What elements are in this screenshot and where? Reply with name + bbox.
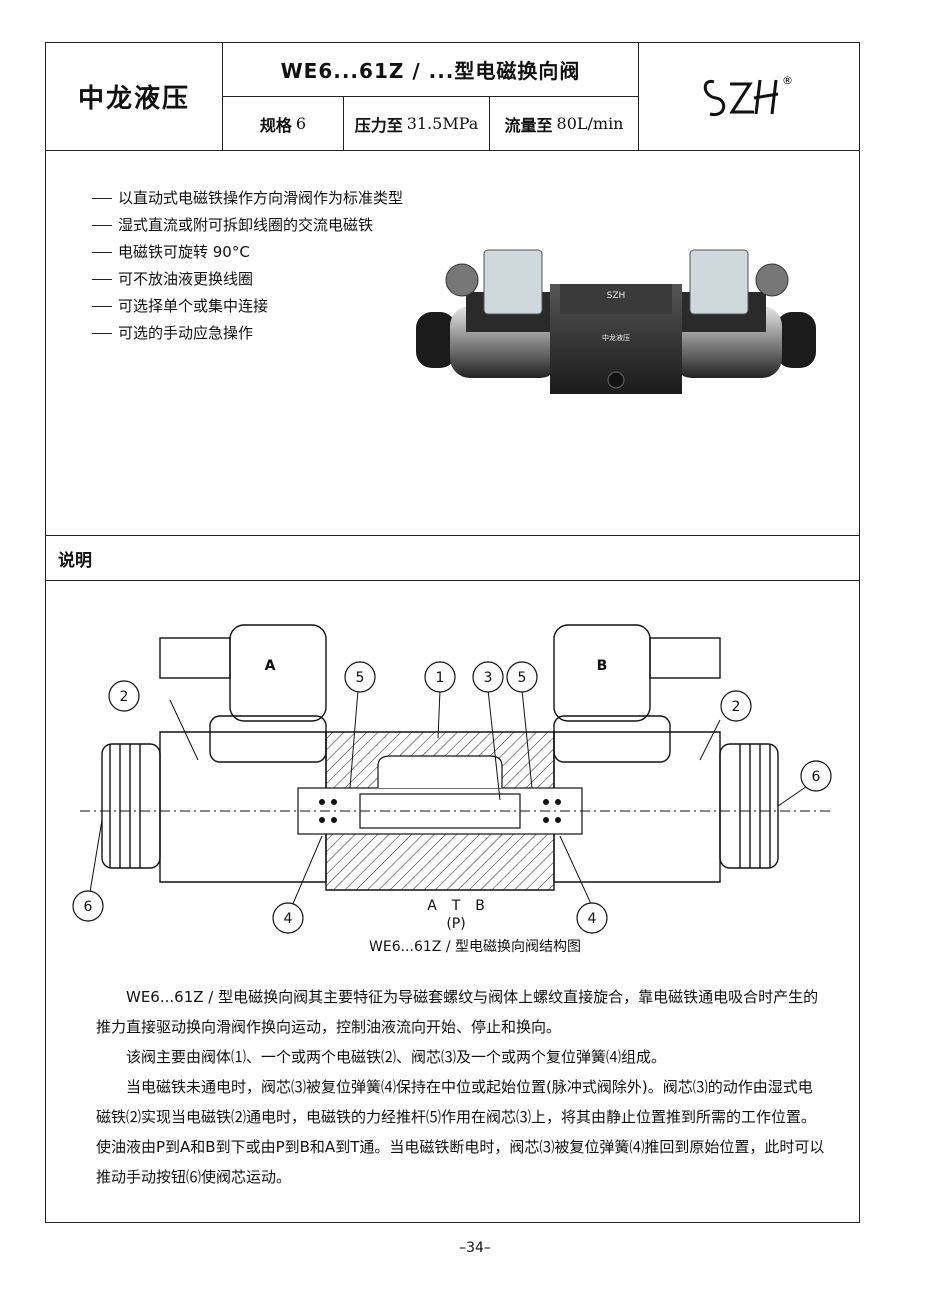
product-title: WE6...61Z / ...型电磁换向阀	[280, 59, 581, 83]
feature-list: 以直动式电磁铁操作方向滑阀作为标准类型 湿式直流或附可拆卸线圈的交流电磁铁 电磁…	[92, 185, 403, 347]
section-header-frame	[45, 535, 860, 581]
spec-size-cell: 规格 6	[222, 96, 344, 151]
callout-6-left: 6	[84, 899, 93, 915]
right-connector-outline	[649, 637, 721, 679]
registered-mark: ®	[782, 74, 793, 87]
description-paragraph-1: WE6...61Z / 型电磁换向阀其主要特征为导磁套螺纹与阀体上螺纹直接旋合，…	[96, 988, 819, 1036]
company-name: 中龙液压	[77, 84, 190, 114]
spec-flow-value: 80L/min	[556, 114, 624, 133]
dash-icon	[92, 333, 112, 334]
callout-4-left: 4	[284, 911, 293, 927]
callout-2-left: 2	[120, 689, 129, 705]
callout-5-right: 5	[518, 670, 527, 686]
product-photo: SZH 中龙液压	[416, 249, 816, 394]
left-knob	[416, 312, 456, 368]
coil-b-label: B	[597, 658, 608, 674]
company-name-cell: 中龙液压	[45, 42, 223, 151]
spec-size-value: 6	[295, 114, 307, 133]
manual-override	[607, 371, 625, 389]
right-connector	[689, 249, 749, 315]
port-t-label: T	[451, 898, 461, 914]
internal-channel	[377, 755, 503, 788]
left-knob-outline	[101, 743, 161, 869]
feature-item: 可选择单个或集中连接	[92, 293, 403, 320]
valve-top	[560, 284, 672, 314]
left-connector-outline	[159, 637, 231, 679]
diagram-caption: WE6...61Z / 型电磁换向阀结构图	[369, 939, 581, 955]
description-paragraph-2: 该阀主要由阀体⑴、一个或两个电磁铁⑵、阀芯⑶及一个或两个复位弹簧⑷组成。	[126, 1048, 667, 1066]
description-paragraph-3: 当电磁铁未通电时，阀芯⑶被复位弹簧⑷保持在中位或起始位置(脉冲式阀除外)。阀芯⑶…	[96, 1078, 825, 1186]
feature-item: 湿式直流或附可拆卸线圈的交流电磁铁	[92, 212, 403, 239]
port-p-label: (P)	[446, 916, 465, 932]
coil-a-label: A	[265, 658, 276, 674]
feature-item: 可不放油液更换线圈	[92, 266, 403, 293]
callout-3: 3	[484, 670, 493, 686]
left-connector	[483, 249, 543, 315]
spec-flow-label: 流量至	[504, 115, 553, 135]
right-gland-outline	[553, 715, 671, 763]
feature-item: 以直动式电磁铁操作方向滑阀作为标准类型	[92, 185, 403, 212]
nameplate-text: SZH	[607, 291, 626, 301]
dash-icon	[92, 252, 112, 253]
brand-logo: ®	[703, 74, 793, 116]
dash-icon	[92, 306, 112, 307]
port-b-label: B	[475, 898, 485, 914]
valve-cross-section-diagram: 2 2 1 3 5 5 6 6 4 4 A B A T B (P)	[72, 624, 832, 934]
callout-5-left: 5	[356, 670, 365, 686]
callout-4-right: 4	[588, 911, 597, 927]
spec-pressure-label: 压力至	[354, 115, 403, 135]
spec-size-label: 规格	[259, 115, 292, 135]
right-fitting	[755, 263, 789, 297]
callout-2-right: 2	[732, 699, 741, 715]
section-title: 说明	[58, 551, 92, 571]
dash-icon	[92, 198, 112, 199]
callout-6-right: 6	[812, 769, 821, 785]
feature-item: 电磁铁可旋转 90°C	[92, 239, 403, 266]
port-a-label: A	[427, 898, 437, 914]
spec-flow-cell: 流量至 80L/min	[489, 96, 639, 151]
right-knob	[776, 312, 816, 368]
spec-pressure-value: 31.5MPa	[406, 114, 479, 133]
dash-icon	[92, 225, 112, 226]
callout-1: 1	[436, 670, 445, 686]
spec-pressure-cell: 压力至 31.5MPa	[343, 96, 490, 151]
body-label: 中龙液压	[602, 333, 630, 342]
dash-icon	[92, 279, 112, 280]
page-number: –34–	[459, 1240, 491, 1256]
left-gland-outline	[209, 715, 327, 763]
left-coil-outline	[229, 624, 327, 722]
left-fitting	[445, 263, 479, 297]
feature-item: 可选的手动应急操作	[92, 320, 403, 347]
logo-cell: ®	[638, 42, 860, 151]
title-cell: WE6...61Z / ...型电磁换向阀	[222, 42, 639, 97]
